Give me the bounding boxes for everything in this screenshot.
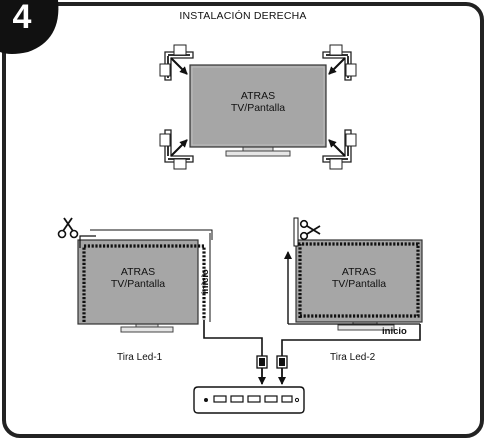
screen-line1: ATRAS (240, 90, 276, 102)
led-strip (298, 242, 420, 318)
tv-usb-port-panel (193, 386, 305, 414)
usb-plug-icon (276, 355, 288, 385)
screen-line1: ATRAS (120, 266, 156, 278)
corner-connector-icon (322, 44, 357, 81)
strip2-label: Tira Led-2 (330, 352, 376, 363)
screen-line2: TV/Pantalla (230, 102, 286, 114)
diagram-title: INSTALACIÓN DERECHA (179, 10, 307, 22)
left-tv-diagram (57, 217, 263, 356)
right-tv-diagram (281, 217, 423, 356)
start-label-left: inicio (200, 269, 211, 294)
corner-connector-icon (159, 44, 194, 81)
corner-connector-icon (322, 129, 357, 170)
corner-connector-icon (159, 129, 194, 170)
led-strip (82, 244, 206, 322)
left-screen-label: ATRAS TV/Pantalla (78, 266, 198, 290)
scissors-icon (57, 217, 79, 239)
top-tv-diagram (159, 44, 357, 170)
step-badge: 4 (0, 0, 59, 54)
top-screen-label: ATRAS TV/Pantalla (190, 90, 326, 114)
screen-line2: TV/Pantalla (331, 278, 387, 290)
right-tv-screen (295, 239, 423, 323)
screen-line1: ATRAS (341, 266, 377, 278)
usb-plug-icon (256, 355, 268, 385)
left-tv-screen (77, 239, 199, 325)
right-screen-label: ATRAS TV/Pantalla (296, 266, 422, 290)
svg-text:4: 4 (13, 0, 32, 36)
screen-line2: TV/Pantalla (110, 278, 166, 290)
start-label-right: inicio (382, 326, 407, 337)
scissors-icon (293, 217, 321, 247)
strip1-label: Tira Led-1 (117, 352, 163, 363)
top-tv-screen (189, 64, 327, 148)
